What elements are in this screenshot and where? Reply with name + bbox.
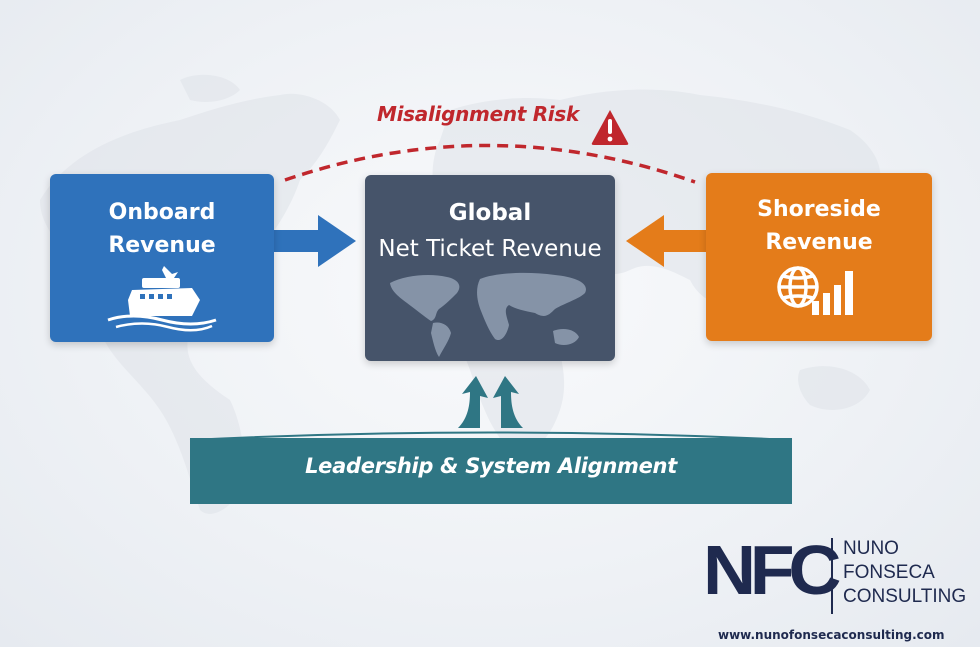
onboard-title-line1: Onboard	[108, 200, 216, 225]
logo-divider	[831, 538, 833, 614]
warning-triangle-icon	[591, 110, 629, 145]
leadership-alignment-label: Leadership & System Alignment	[305, 454, 677, 478]
global-revenue-title: Global Net Ticket Revenue	[365, 175, 615, 267]
leadership-alignment-bar: Leadership & System Alignment	[190, 438, 792, 504]
globe-bar-chart-icon	[777, 266, 853, 315]
company-name-line1: NUNO	[843, 538, 899, 559]
shoreside-revenue-box: Shoreside Revenue	[706, 173, 932, 341]
onboard-title-line2: Revenue	[108, 233, 216, 258]
cruise-ship-icon	[107, 266, 217, 332]
shoreside-title-line2: Revenue	[765, 230, 873, 255]
global-title-line1: Global	[448, 200, 532, 226]
shoreside-title-line1: Shoreside	[757, 197, 881, 222]
logo-mark: NFC	[703, 531, 841, 609]
onboard-revenue-box: Onboard Revenue	[50, 174, 274, 342]
company-name-line2: FONSECA	[843, 562, 935, 583]
misalignment-risk-text: Misalignment Risk	[377, 102, 579, 126]
company-name-line3: CONSULTING	[843, 586, 967, 607]
global-title-line2: Net Ticket Revenue	[378, 236, 602, 262]
global-net-ticket-revenue-box: Global Net Ticket Revenue	[365, 175, 615, 361]
shoreside-revenue-title: Shoreside Revenue	[706, 173, 932, 259]
world-map-icon	[390, 272, 586, 357]
misalignment-risk-label: Misalignment Risk	[377, 102, 579, 126]
company-name: NUNO FONSECA CONSULTING	[843, 537, 966, 609]
onboard-revenue-title: Onboard Revenue	[50, 174, 274, 262]
website-url[interactable]: www.nunofonsecaconsulting.com	[718, 628, 945, 642]
